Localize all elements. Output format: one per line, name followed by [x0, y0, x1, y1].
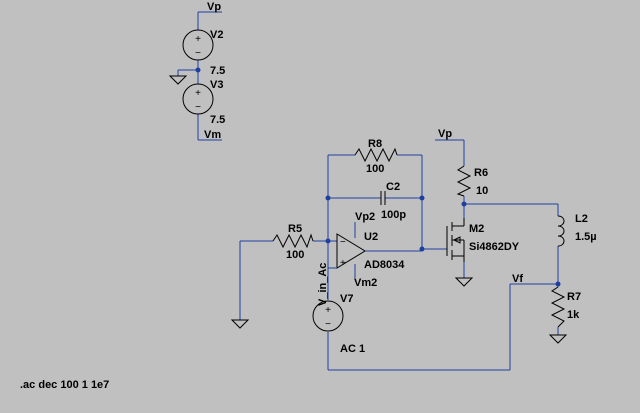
r6-value: 10 — [476, 185, 488, 197]
ground-icon — [230, 319, 250, 329]
r5-value: 100 — [286, 249, 304, 261]
voltage-source-v2[interactable]: + − — [182, 29, 214, 61]
voltage-source-v3[interactable]: + − — [182, 83, 214, 115]
r7-value: 1k — [567, 309, 580, 321]
r7-ref: R7 — [567, 291, 581, 303]
ground-icon — [548, 334, 568, 344]
input-wires — [239, 238, 337, 320]
r8-value: 100 — [366, 163, 384, 175]
spice-directive[interactable]: .ac dec 100 1 1e7 — [20, 379, 109, 391]
c2-ref: C2 — [386, 181, 400, 193]
l2-ref: L2 — [575, 213, 588, 225]
inductor-l2[interactable] — [557, 215, 565, 247]
resistor-r6[interactable] — [456, 165, 472, 197]
net-label-vp: Vp — [207, 1, 221, 13]
minus-sign: − — [195, 102, 201, 113]
c2-value: 100p — [381, 209, 406, 221]
plus-sign: + — [325, 305, 331, 316]
resistor-r5[interactable] — [272, 233, 314, 249]
ground-icon — [454, 277, 474, 287]
v3-value: 7.5 — [210, 114, 225, 126]
drain-wires — [422, 139, 561, 335]
v7-ref: V7 — [340, 293, 353, 305]
m2-ref: M2 — [469, 223, 484, 235]
voltage-source-v7[interactable]: + − — [312, 300, 344, 332]
resistor-r8[interactable] — [354, 147, 398, 163]
net-label-vf: Vf — [512, 273, 523, 285]
v2-ref: V2 — [210, 29, 223, 41]
r6-ref: R6 — [474, 167, 488, 179]
u2-value: AD8034 — [364, 259, 405, 271]
feedback-wires — [325, 154, 425, 268]
net-label-vp2: Vp2 — [355, 211, 375, 223]
v7-wires — [327, 268, 558, 371]
inverting-input-sign: − — [340, 237, 346, 248]
v7-value: AC 1 — [340, 343, 365, 355]
capacitor-c2[interactable] — [380, 191, 386, 205]
noninverting-input-sign: + — [340, 258, 346, 269]
net-label-vm: Vm — [204, 129, 221, 141]
mosfet-m2[interactable] — [446, 218, 465, 262]
m2-value: Si4862DY — [469, 241, 520, 253]
net-label-vin: V_in_Ac — [317, 263, 329, 306]
minus-sign: − — [195, 48, 201, 59]
opamp-u2[interactable]: − + — [328, 222, 422, 278]
l2-value: 1.5µ — [575, 231, 597, 243]
plus-sign: + — [195, 34, 201, 45]
supply-stack — [177, 11, 222, 141]
resistor-r7[interactable] — [550, 286, 566, 328]
net-label-vm2: Vm2 — [354, 277, 377, 289]
minus-sign: − — [325, 319, 331, 330]
r8-ref: R8 — [368, 138, 382, 150]
net-label-vp-drain: Vp — [438, 128, 452, 140]
ground-icon — [168, 75, 188, 85]
v3-ref: V3 — [210, 79, 223, 91]
plus-sign: + — [195, 88, 201, 99]
v2-value: 7.5 — [210, 65, 225, 77]
u2-ref: U2 — [364, 231, 378, 243]
r5-ref: R5 — [288, 223, 302, 235]
